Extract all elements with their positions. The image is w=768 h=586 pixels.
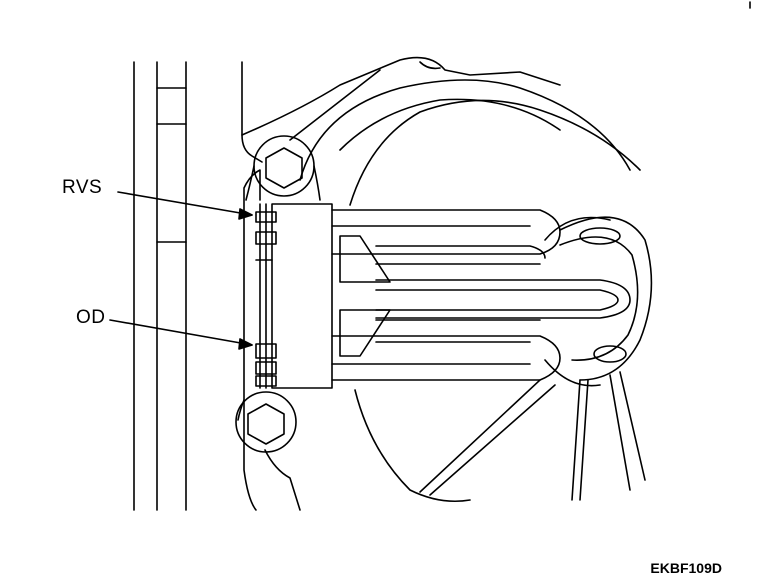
fluid-tubes [332, 210, 630, 386]
right-ring [560, 217, 651, 500]
upper-bolt [246, 136, 320, 200]
housing-left-wall [134, 62, 186, 510]
port-plate [256, 204, 332, 388]
lower-bolt [236, 392, 296, 452]
od-callout-label: OD [76, 307, 106, 328]
rvs-callout-label: RVS [62, 177, 103, 198]
drum-arcs [350, 100, 640, 501]
case-outline [242, 58, 630, 510]
leader-lines [110, 192, 252, 349]
figure-code: EKBF109D [650, 560, 722, 576]
